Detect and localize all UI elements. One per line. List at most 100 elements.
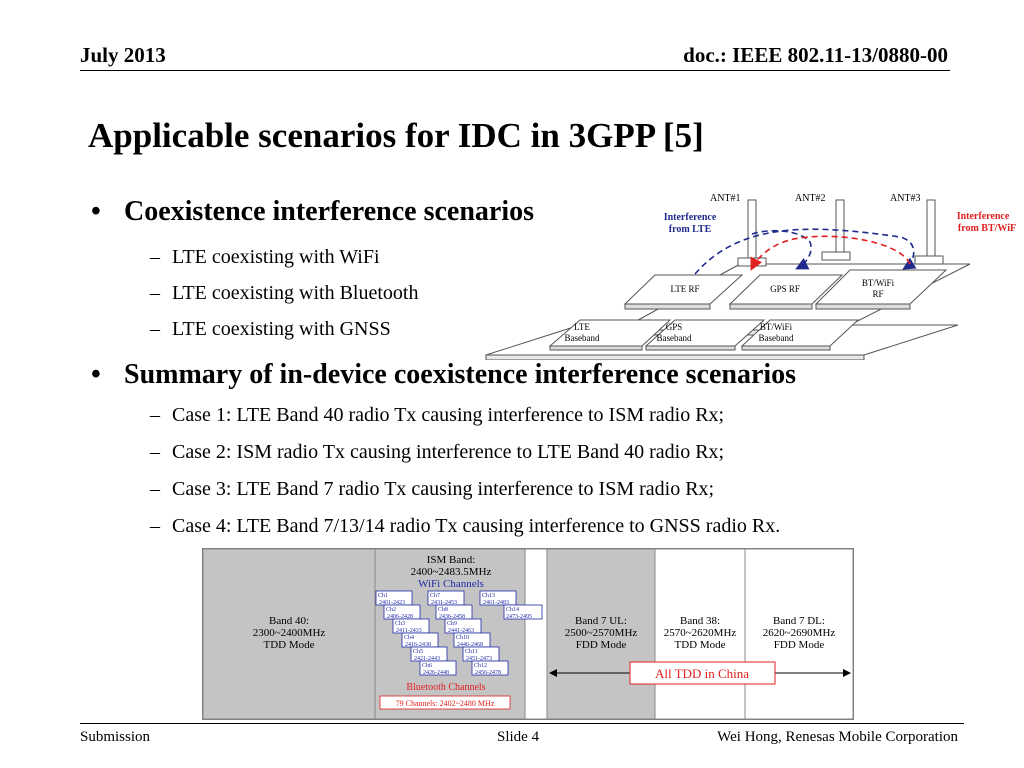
band7ul-label: FDD Mode (576, 639, 627, 651)
band7ul-label: Band 7 UL: (575, 615, 627, 627)
sub-bullet: –Case 2: ISM radio Tx causing interferen… (150, 441, 724, 464)
bullet-coexistence-scenarios: •Coexistence interference scenarios (91, 196, 534, 228)
ism-band-label: 2400~2483.5MHz (411, 566, 492, 578)
rf-module-label: GPS RF (770, 284, 800, 294)
svg-text:2441-2463: 2441-2463 (448, 628, 474, 634)
device-interference-diagram: ANT#1 ANT#2 ANT#3 LTE RF GPS RF BT/WiFi … (485, 193, 1016, 360)
frequency-band-chart: Band 40: 2300~2400MHz TDD Mode ISM Band:… (202, 548, 854, 720)
svg-text:2401-2423: 2401-2423 (379, 600, 405, 606)
svg-text:Ch1: Ch1 (378, 593, 388, 599)
sub-bullet: –Case 3: LTE Band 7 radio Tx causing int… (150, 478, 714, 501)
ism-band-label: ISM Band: (427, 554, 476, 566)
band7dl-label: FDD Mode (774, 639, 825, 651)
sub-bullet-text: Case 2: ISM radio Tx causing interferenc… (172, 441, 725, 463)
lte-interference-arrow (694, 228, 917, 275)
guard-gap (524, 548, 548, 720)
interference-bt-label: Interference (957, 211, 1010, 222)
baseband-label: Baseband (657, 333, 692, 343)
band7dl-block (744, 548, 854, 720)
tdd-arrow-left-head (549, 669, 557, 677)
baseband-label: BT/WiFi (760, 322, 793, 332)
antenna-label: ANT#1 (710, 193, 741, 204)
sub-bullet-marker: – (150, 441, 160, 463)
rf-module-label: BT/WiFi (862, 278, 895, 288)
sub-bullet-text: Case 3: LTE Band 7 radio Tx causing inte… (172, 478, 715, 500)
footer-divider (80, 723, 964, 724)
bullet-text: Coexistence interference scenarios (124, 196, 534, 227)
sub-bullet-marker: – (150, 404, 160, 426)
footer-slide-number: Slide 4 (497, 729, 540, 745)
svg-text:2431-2453: 2431-2453 (431, 600, 457, 606)
svg-text:2461-2483: 2461-2483 (483, 600, 509, 606)
baseband-module (548, 319, 672, 351)
rf-module (623, 274, 744, 310)
band38-label: TDD Mode (674, 639, 725, 651)
baseband-label: GPS (666, 322, 683, 332)
tdd-china-label: All TDD in China (655, 666, 749, 681)
bullet-marker: • (91, 359, 101, 390)
sub-bullet-marker: – (150, 478, 160, 500)
svg-text:2406-2428: 2406-2428 (387, 614, 413, 620)
bullet-text: Summary of in-device coexistence interfe… (124, 359, 797, 390)
band7ul-label: 2500~2570MHz (565, 627, 638, 639)
baseband-module (740, 319, 860, 351)
sub-bullet: –LTE coexisting with Bluetooth (150, 282, 418, 305)
footer-author: Wei Hong, Renesas Mobile Corporation (717, 729, 958, 745)
svg-text:Ch14: Ch14 (506, 607, 519, 613)
lte-interference-arrow (751, 229, 812, 270)
antenna-label: ANT#2 (795, 193, 826, 204)
interference-lte-label: from LTE (669, 224, 712, 235)
tdd-arrow-right-head (843, 669, 851, 677)
svg-text:2451-2473: 2451-2473 (466, 656, 492, 662)
sub-bullet: –Case 1: LTE Band 40 radio Tx causing in… (150, 404, 724, 427)
rf-module (814, 269, 948, 310)
svg-text:Ch10: Ch10 (456, 635, 469, 641)
sub-bullet-marker: – (150, 246, 160, 268)
baseband-layer-edge (485, 354, 865, 360)
svg-text:Ch2: Ch2 (386, 607, 396, 613)
svg-text:Ch12: Ch12 (474, 663, 487, 669)
rf-module (728, 274, 844, 310)
sub-bullet-text: LTE coexisting with Bluetooth (172, 282, 419, 304)
band40-label: Band 40: (269, 615, 309, 627)
band7ul-block (546, 548, 656, 720)
band38-block (654, 548, 746, 720)
header-date: July 2013 (80, 43, 166, 67)
sub-bullet-text: Case 1: LTE Band 40 radio Tx causing int… (172, 404, 725, 426)
bluetooth-note: 79 Channels: 2402~2480 MHz (396, 699, 495, 708)
svg-text:Ch3: Ch3 (395, 621, 405, 627)
baseband-label: Baseband (565, 333, 600, 343)
wifi-channels-title: WiFi Channels (418, 578, 484, 590)
rf-module-label: RF (872, 289, 883, 299)
bluetooth-channels-title: Bluetooth Channels (406, 682, 485, 693)
svg-text:Ch7: Ch7 (430, 593, 440, 599)
svg-text:Ch13: Ch13 (482, 593, 495, 599)
band7dl-label: Band 7 DL: (773, 615, 825, 627)
svg-text:2473-2495: 2473-2495 (506, 614, 532, 620)
baseband-label: LTE (574, 322, 590, 332)
band40-label: TDD Mode (263, 639, 314, 651)
svg-text:2436-2458: 2436-2458 (439, 614, 465, 620)
svg-text:Ch8: Ch8 (438, 607, 448, 613)
interference-bt-label: from BT/WiF (958, 223, 1016, 234)
bt-interference-arrow (750, 235, 911, 271)
sub-bullet-marker: – (150, 282, 160, 304)
footer-submission: Submission (80, 729, 151, 745)
tdd-china-box (629, 661, 776, 685)
svg-text:Ch9: Ch9 (447, 621, 457, 627)
sub-bullet-marker: – (150, 515, 160, 537)
svg-text:2421-2443: 2421-2443 (414, 656, 440, 662)
antenna (821, 199, 851, 261)
band40-block (202, 548, 376, 720)
